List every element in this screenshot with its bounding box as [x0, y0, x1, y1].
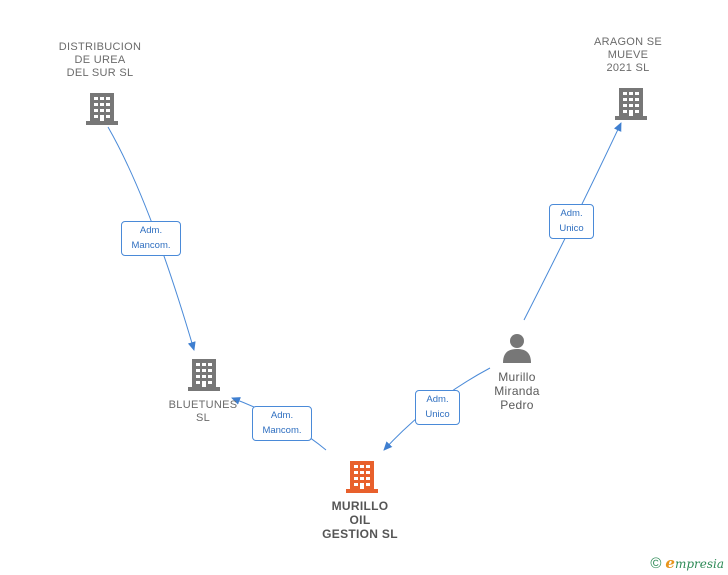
- footer-watermark: © empresia: [650, 554, 724, 572]
- brand-name: mpresia: [674, 557, 724, 571]
- building-icon[interactable]: [188, 357, 220, 391]
- building-icon[interactable]: [346, 459, 378, 493]
- person-icon[interactable]: [502, 333, 532, 363]
- copyright-symbol: ©: [650, 554, 662, 572]
- edge-dist-to-bluetunes: [107, 126, 196, 351]
- node-label-distribucion[interactable]: DISTRIBUCION DE UREA DEL SUR SL: [58, 41, 142, 79]
- building-icon[interactable]: [86, 91, 118, 125]
- node-label-murillo-oil[interactable]: MURILLO OIL GESTION SL: [322, 499, 398, 541]
- edge-label-pedro-to-aragon: Adm. Unico: [549, 204, 594, 239]
- building-icon[interactable]: [615, 86, 647, 120]
- node-label-bluetunes[interactable]: BLUETUNES SL: [168, 399, 238, 424]
- brand-initial: e: [665, 554, 675, 572]
- node-label-aragon[interactable]: ARAGON SE MUEVE 2021 SL: [593, 36, 663, 74]
- brand-logo[interactable]: empresia: [665, 554, 724, 572]
- node-label-murillo-pedro[interactable]: Murillo Miranda Pedro: [494, 370, 540, 412]
- edge-label-dist-to-bluetunes: Adm. Mancom.: [121, 221, 181, 256]
- edge-label-pedro-to-oil: Adm. Unico: [415, 390, 460, 425]
- edge-label-oil-to-bluetunes: Adm. Mancom.: [252, 406, 312, 441]
